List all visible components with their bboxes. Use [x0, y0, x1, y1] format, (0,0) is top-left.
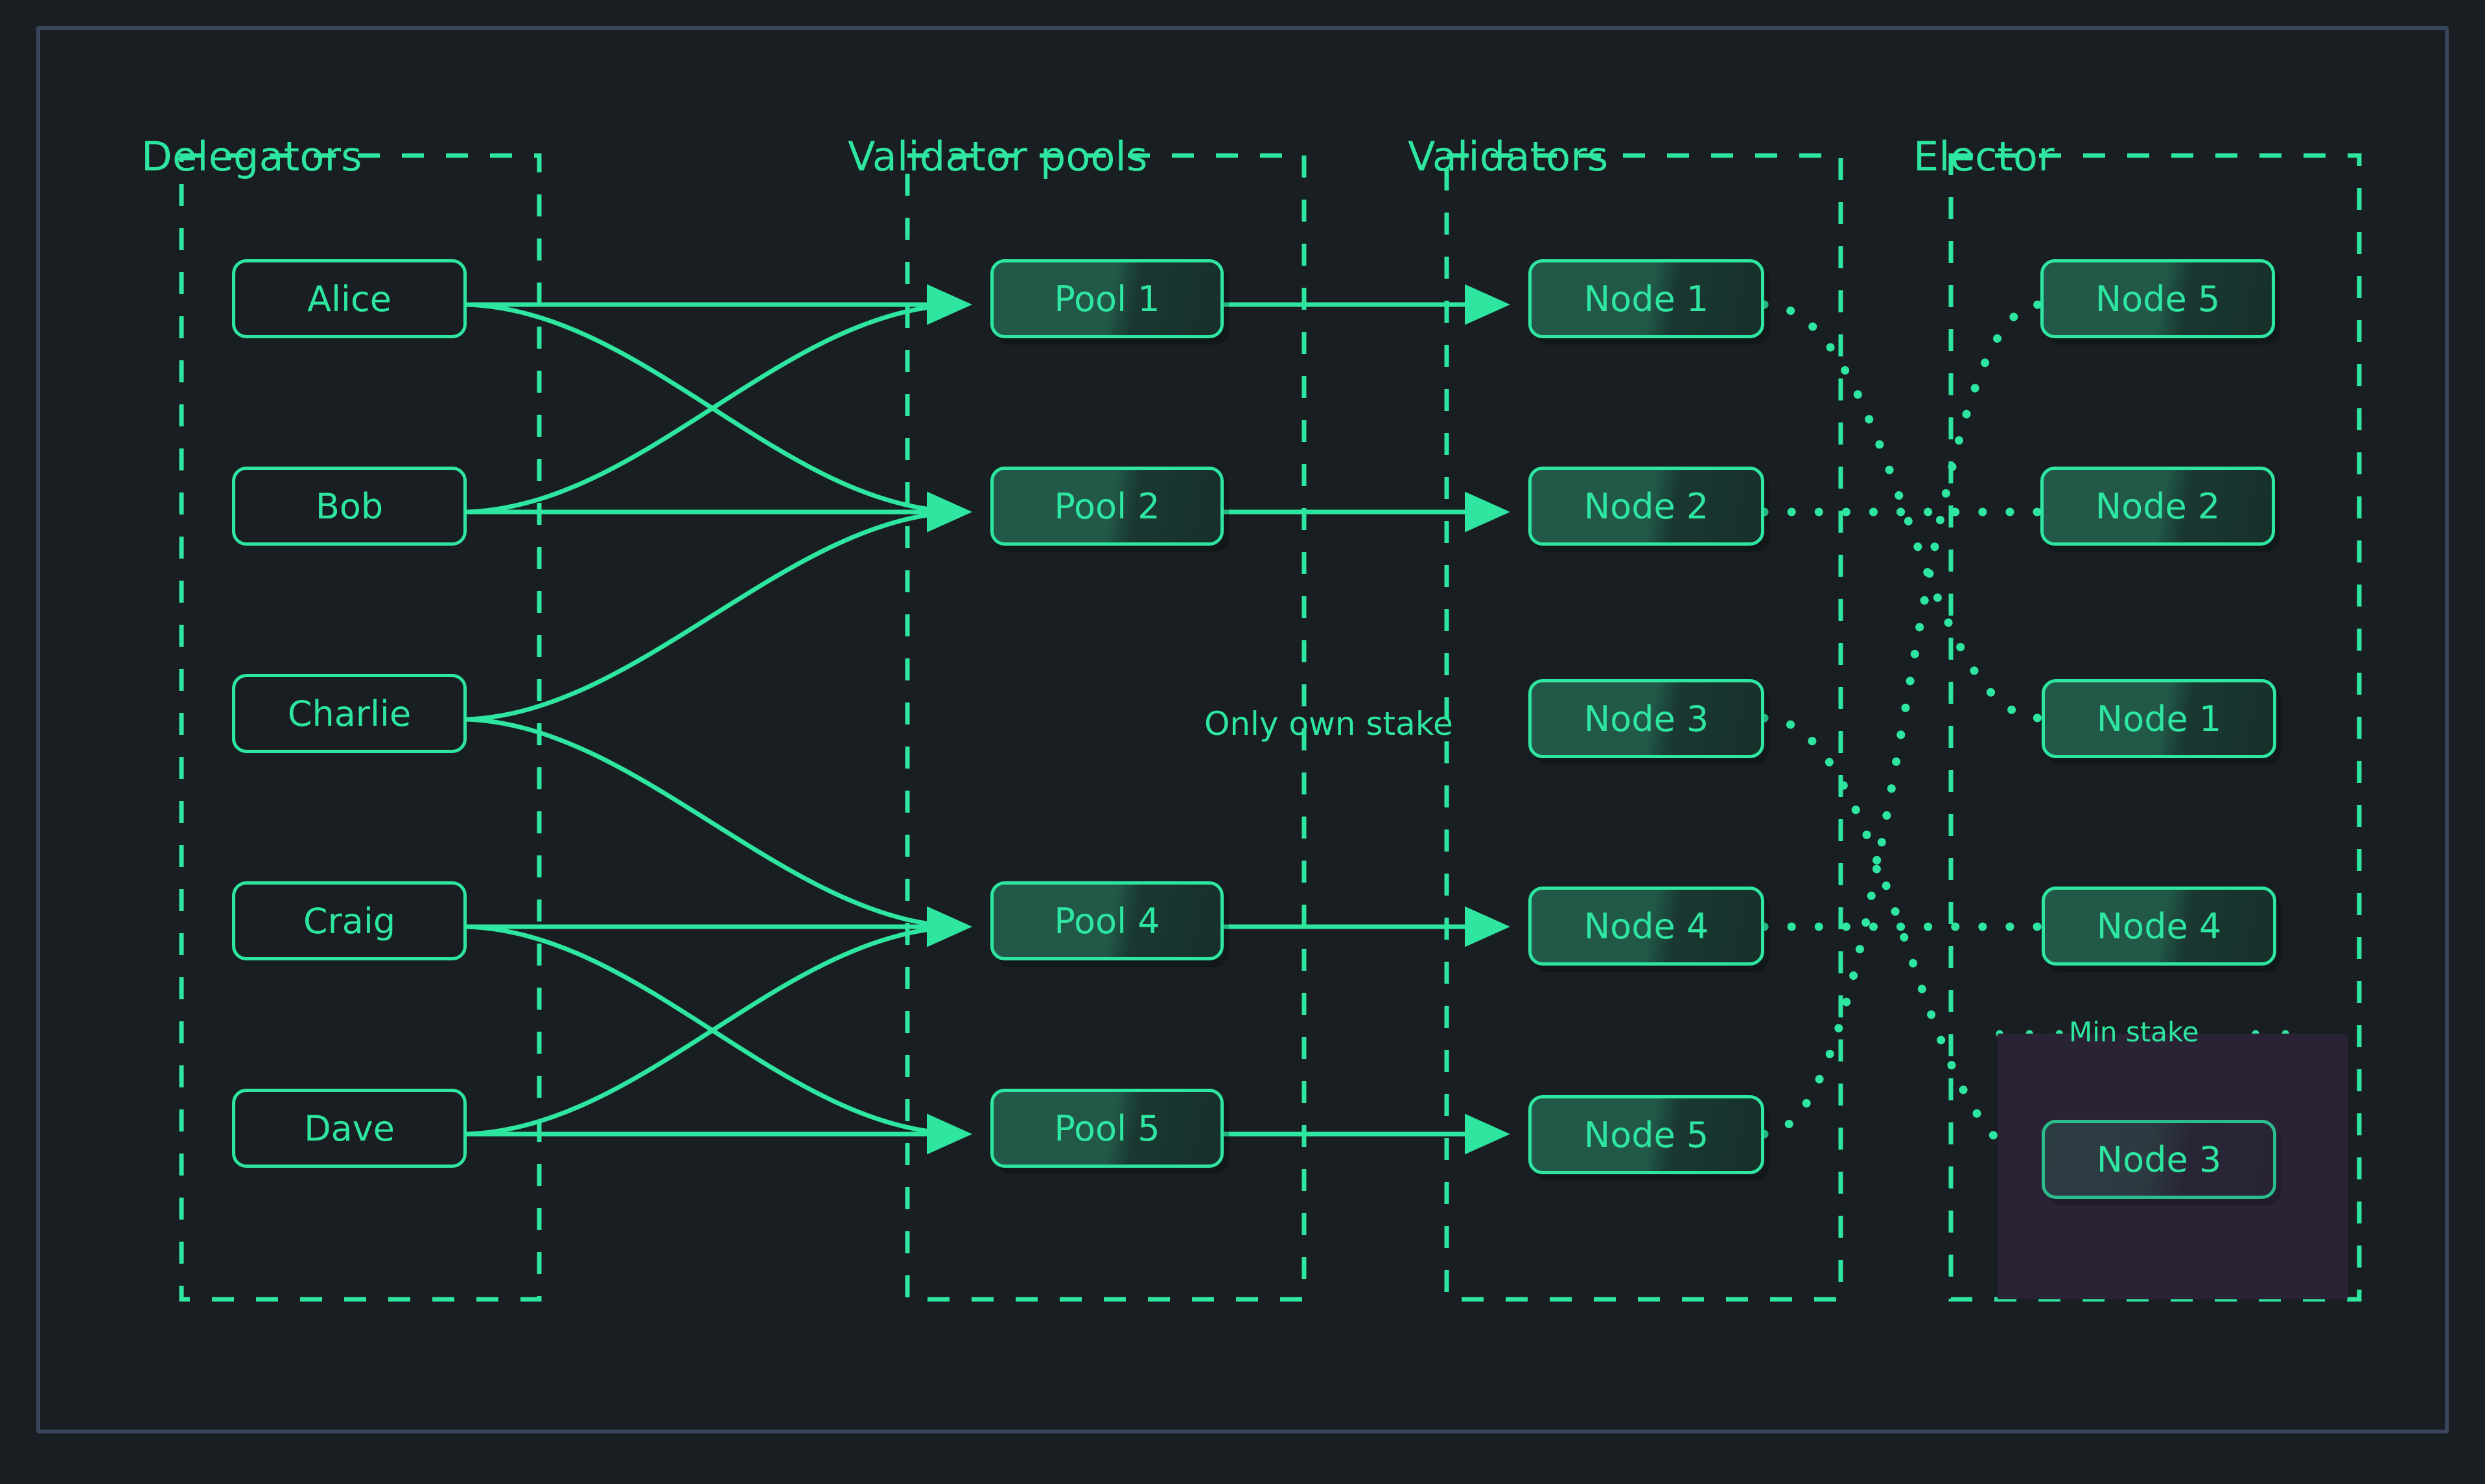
delegator-node-dave[interactable]: Dave [232, 1089, 467, 1168]
cluster-label-validator-pools: Validator pools [848, 133, 1148, 180]
elector-node-5[interactable]: Node 5 [2040, 259, 2275, 338]
cluster-box-validator-pools [905, 153, 1307, 1302]
validator-node-4[interactable]: Node 4 [1528, 887, 1764, 966]
delegator-node-craig[interactable]: Craig [232, 881, 467, 960]
edge-charlie-pool2 [464, 491, 972, 722]
elector-node-1[interactable]: Node 1 [2042, 679, 2276, 758]
annotation-only-own-stake: Only own stake [1204, 705, 1453, 743]
edge-bob-pool1 [464, 284, 972, 515]
validator-node-3[interactable]: Node 3 [1528, 679, 1764, 758]
edge-vnode3-enode3 [1760, 713, 2045, 1165]
edge-vnode5-enode5 [1760, 300, 2045, 1139]
elector-node-3[interactable]: Node 3 [2042, 1120, 2276, 1199]
elector-node-4[interactable]: Node 4 [2042, 887, 2276, 966]
cluster-label-elector: Elector [1913, 133, 2055, 180]
cluster-label-delegators: Delegators [141, 133, 362, 180]
cluster-label-validators: Validators [1408, 133, 1609, 180]
edge-craig-pool5 [464, 924, 972, 1155]
elector-node-2[interactable]: Node 2 [2040, 467, 2275, 546]
edge-dave-pool4 [464, 906, 972, 1137]
cluster-box-delegators [179, 153, 542, 1302]
annotation-min-stake: Min stake [2069, 1016, 2199, 1048]
pool-node-pool2[interactable]: Pool 2 [990, 467, 1224, 546]
pool-node-pool4[interactable]: Pool 4 [990, 881, 1224, 960]
cluster-box-validators [1444, 153, 1843, 1302]
pool-node-pool1[interactable]: Pool 1 [990, 259, 1224, 338]
delegator-node-bob[interactable]: Bob [232, 467, 467, 546]
validator-node-2[interactable]: Node 2 [1528, 467, 1764, 546]
cluster-box-elector [1948, 153, 2362, 1302]
validator-node-1[interactable]: Node 1 [1528, 259, 1764, 338]
edge-alice-pool2 [464, 302, 972, 533]
delegator-node-alice[interactable]: Alice [232, 259, 467, 338]
delegator-node-charlie[interactable]: Charlie [232, 674, 467, 753]
edge-vnode1-enode1 [1760, 300, 2045, 723]
edge-charlie-pool4 [464, 717, 972, 947]
pool-node-pool5[interactable]: Pool 5 [990, 1089, 1224, 1168]
validator-node-5[interactable]: Node 5 [1528, 1095, 1764, 1174]
